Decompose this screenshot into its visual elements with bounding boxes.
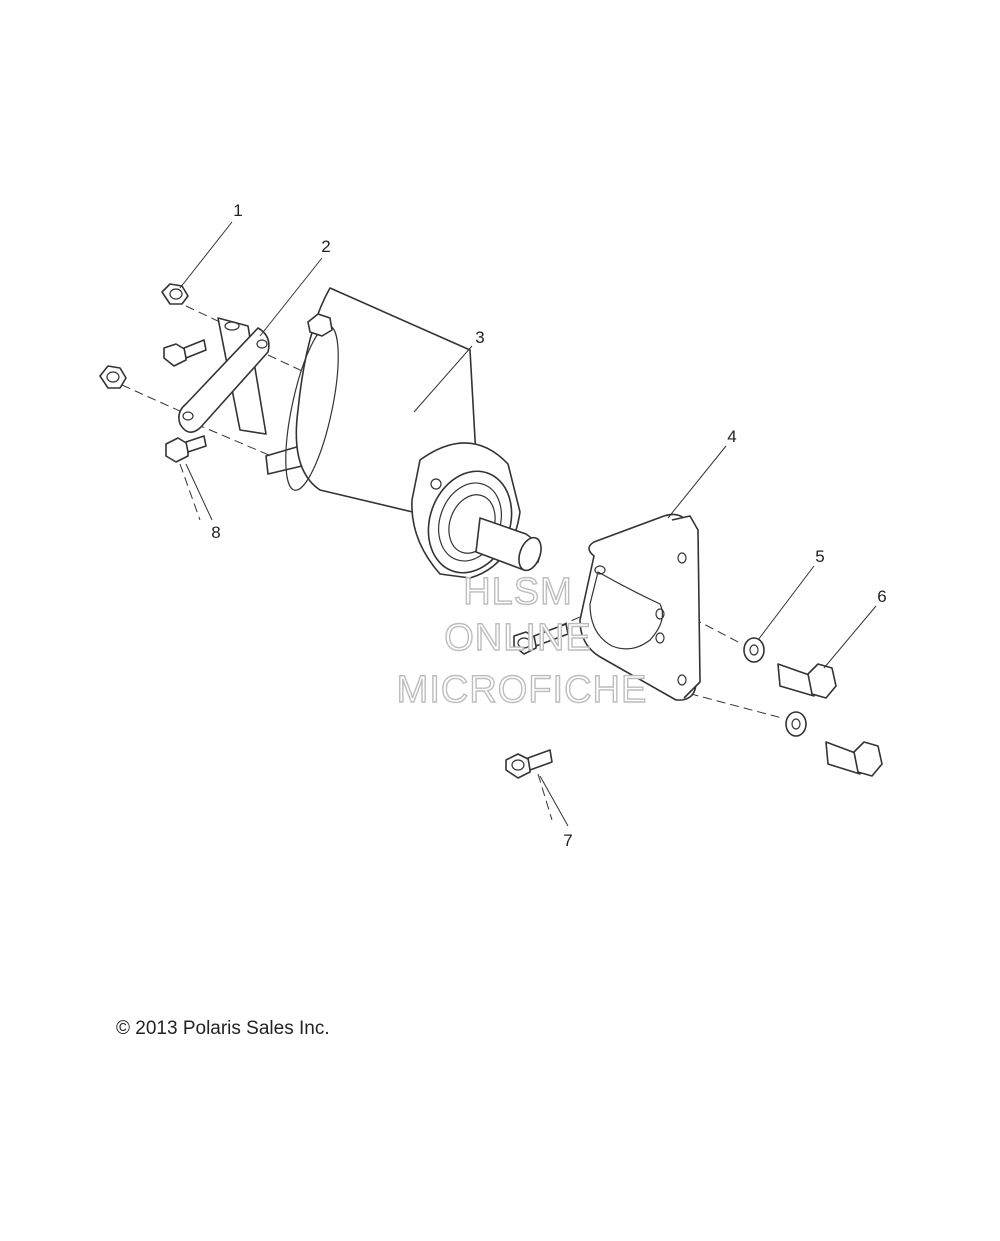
callout-labels: 1 2 3 4 5 6 7 8 [211,201,886,850]
watermark-line-2: ONLINE [444,617,591,659]
washer-lower [785,711,807,737]
rear-bracket [178,317,270,435]
hex-bolt-upper [777,663,837,699]
callout-8: 8 [211,523,220,542]
watermark-line-1: HLSM [463,571,573,613]
leader-lines [179,221,877,827]
callout-1: 1 [233,201,242,220]
watermark-line-3: MICROFICHE [397,669,648,711]
callout-6: 6 [877,587,886,606]
copyright-notice: © 2013 Polaris Sales Inc. [116,1018,330,1039]
bracket-bolt-lower [165,435,207,463]
watermark: HLSM ONLINE MICROFICHE [396,570,648,711]
callout-4: 4 [727,427,736,446]
callout-2: 2 [321,237,330,256]
front-bracket [579,513,701,701]
hex-bolt-lower [825,741,883,777]
callout-7: 7 [563,831,572,850]
starter-motor [265,287,542,579]
bracket-stud [513,623,569,655]
flange-bolt [505,749,553,779]
callout-5: 5 [815,547,824,566]
washer-upper [743,637,765,663]
flange-nut-lower [99,365,127,389]
bracket-bolt-upper [163,339,207,367]
callout-3: 3 [475,328,484,347]
flange-nut-upper [161,283,189,305]
